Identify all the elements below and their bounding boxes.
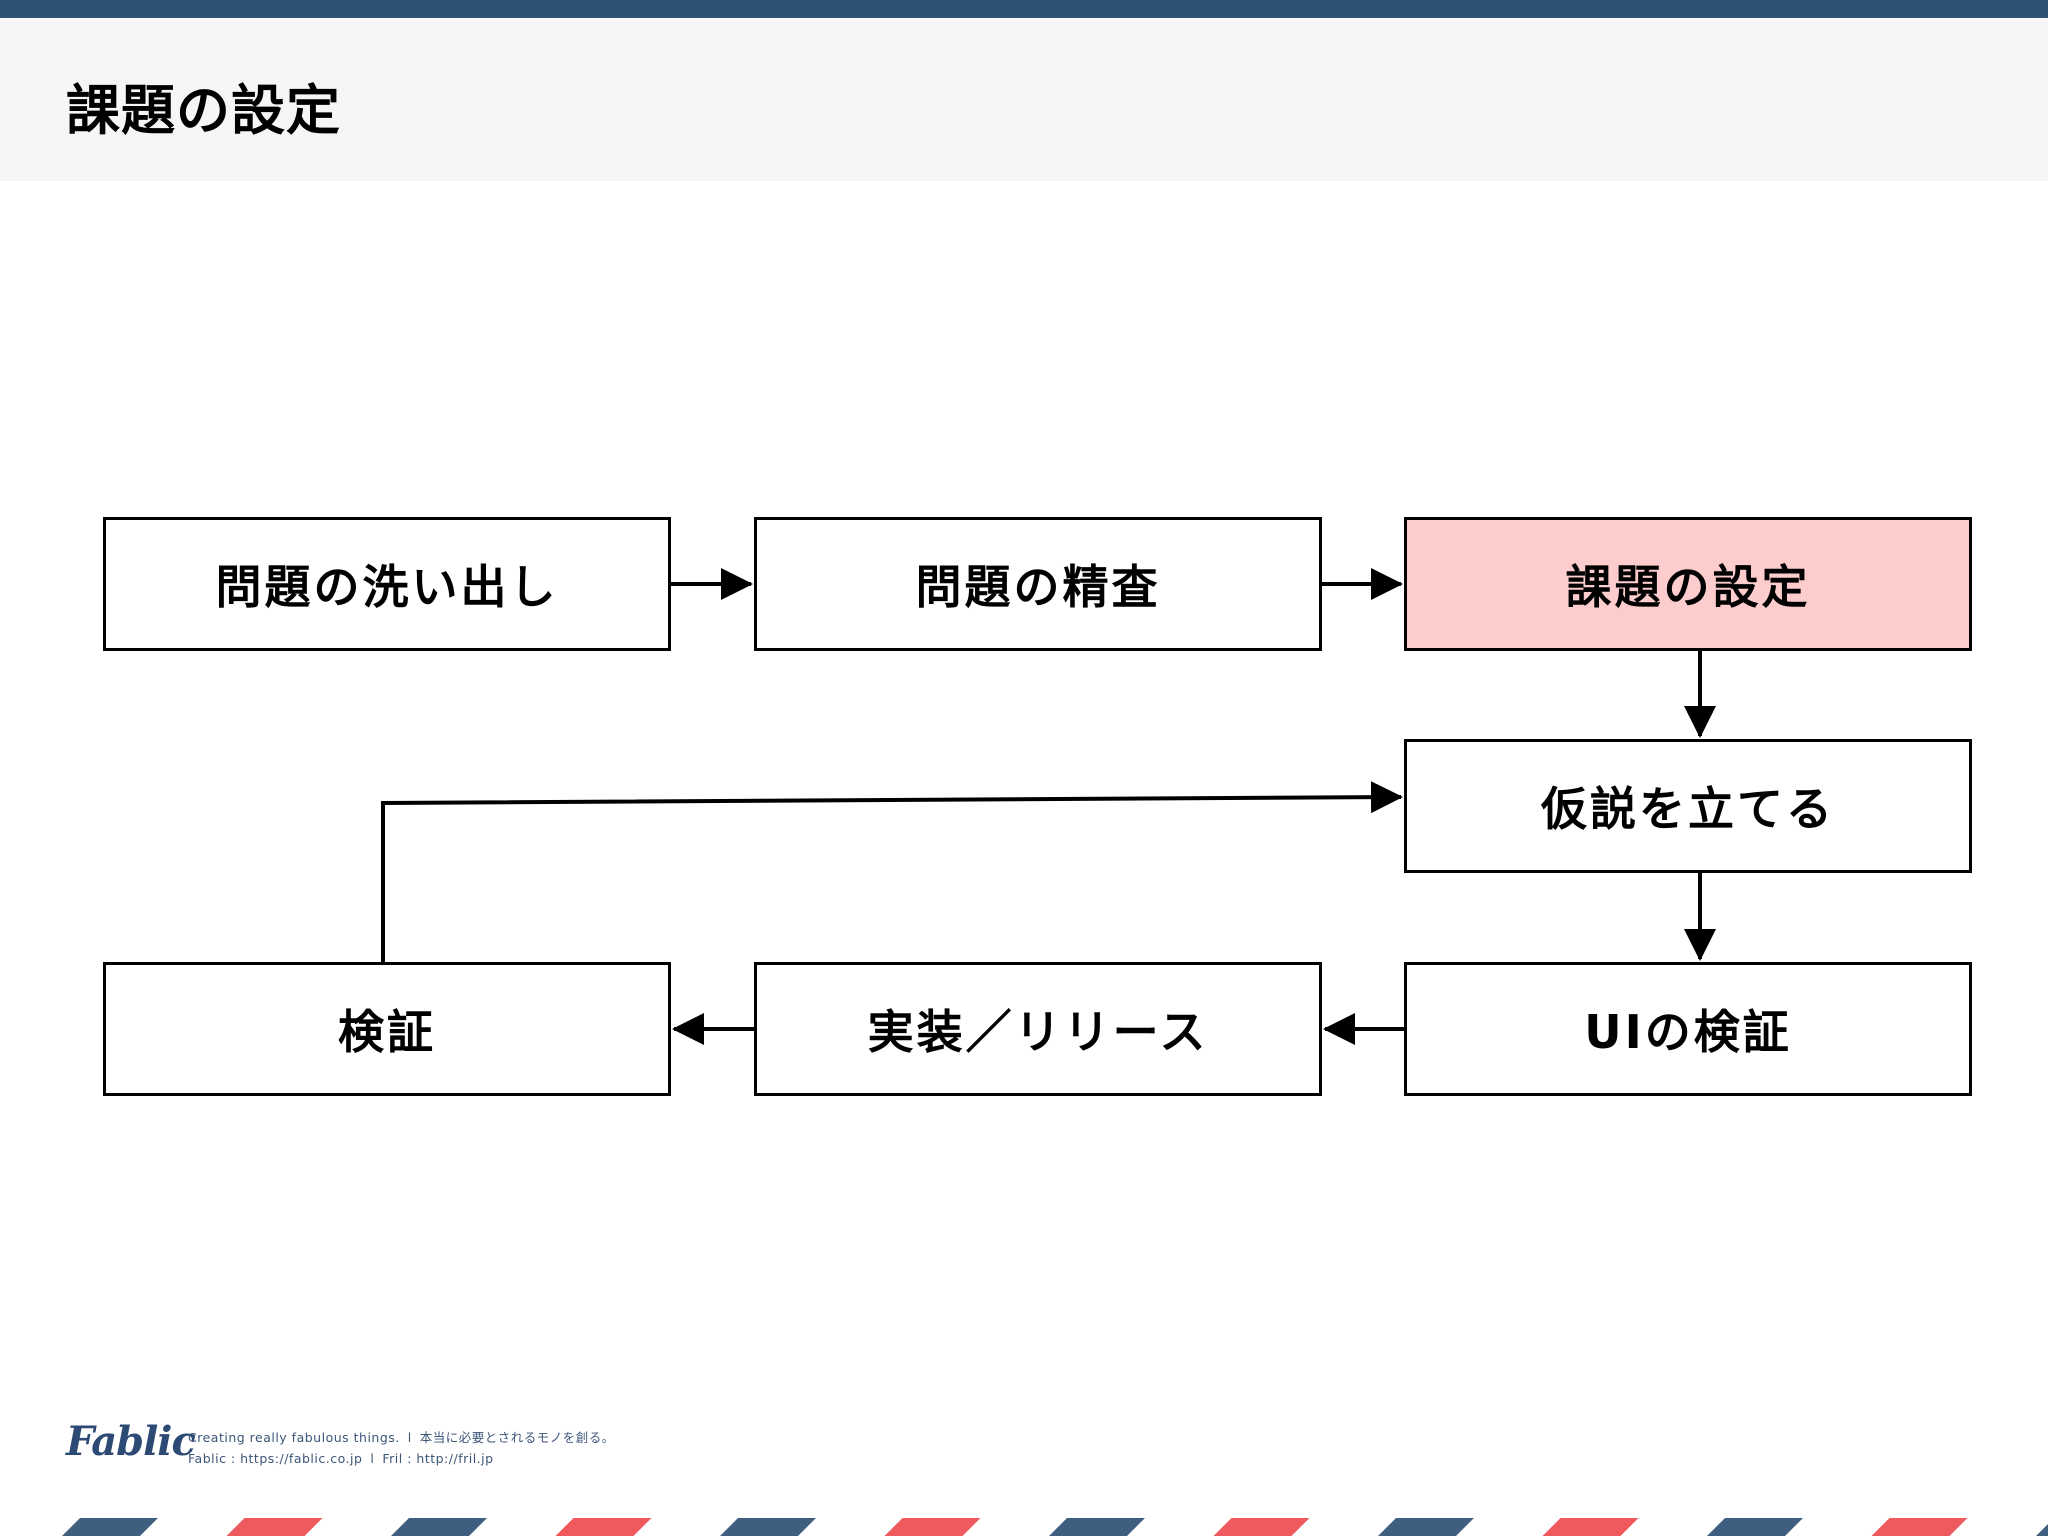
tagline-divider: l [407, 1430, 412, 1445]
airmail-stripe-border [62, 1518, 2048, 1536]
stripe-segment [1378, 1518, 1474, 1536]
stripe-segment [62, 1518, 158, 1536]
link-fril[interactable]: Fril : http://fril.jp [382, 1451, 494, 1466]
footer-tagline: Creating really fabulous things. l 本当に必要とさ… [188, 1427, 615, 1446]
fablic-logo: Fablic [66, 1418, 196, 1465]
flow-node-issue-setting: 課題の設定 [1404, 517, 1972, 651]
stripe-segment [226, 1518, 323, 1536]
tagline-ja: 本当に必要とされるモノを創る。 [419, 1430, 615, 1445]
stripe-segment [1542, 1518, 1639, 1536]
flow-node-problem-identification: 問題の洗い出し [103, 517, 671, 651]
flow-node-verification: 検証 [103, 962, 671, 1096]
tagline-en: Creating really fabulous things. [188, 1430, 400, 1445]
slide-header: 課題の設定 [0, 18, 2048, 181]
stripe-segment [1707, 1518, 1803, 1536]
flow-node-implementation-release: 実装／リリース [754, 962, 1322, 1096]
page-title: 課題の設定 [66, 79, 341, 142]
stripe-segment [1213, 1518, 1310, 1536]
stripe-segment [555, 1518, 652, 1536]
top-accent-bar [0, 0, 2048, 18]
stripe-segment [884, 1518, 981, 1536]
stripe-segment [391, 1518, 487, 1536]
stripe-segment [1871, 1518, 1968, 1536]
footer-links: Fablic : https://fablic.co.jp l Fril : htt… [188, 1451, 494, 1466]
stripe-segment [720, 1518, 816, 1536]
flow-node-ui-verification: UIの検証 [1404, 962, 1972, 1096]
flow-node-hypothesis: 仮説を立てる [1404, 739, 1972, 873]
link-fablic[interactable]: Fablic : https://fablic.co.jp [188, 1451, 363, 1466]
arrow-n7-to-n4 [381, 781, 1403, 962]
stripe-segment [1049, 1518, 1145, 1536]
links-divider: l [370, 1451, 375, 1466]
flow-node-problem-review: 問題の精査 [754, 517, 1322, 651]
stripe-segment [2036, 1524, 2048, 1536]
